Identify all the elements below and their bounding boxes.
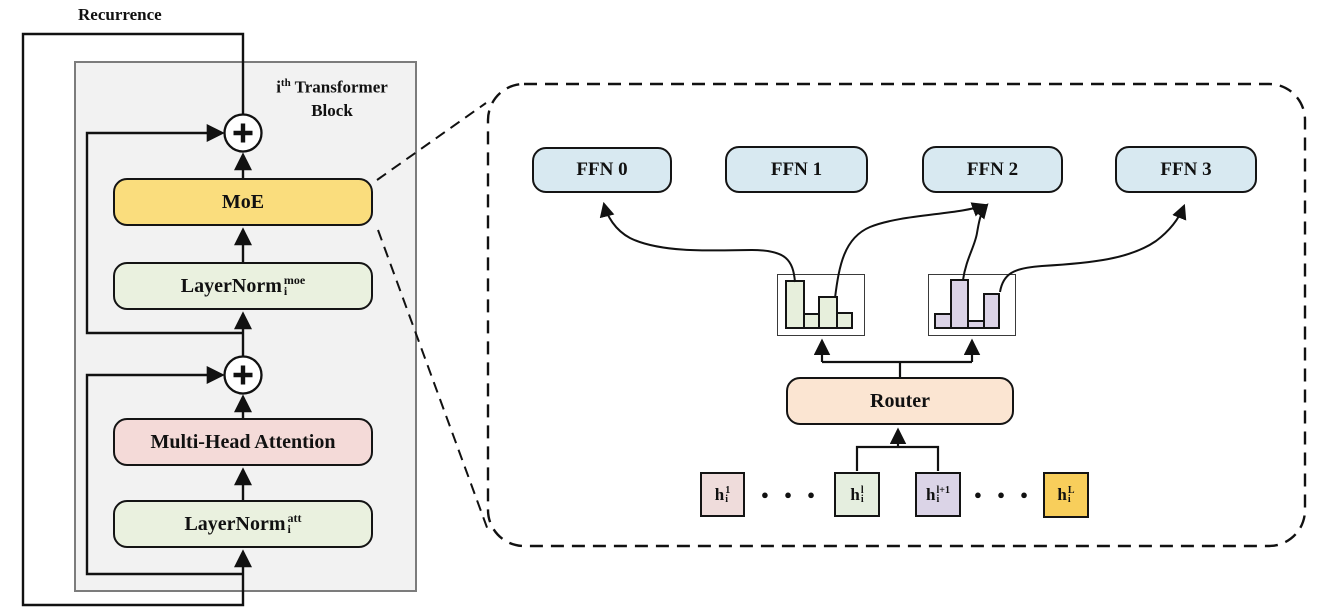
token-h-L-base: h <box>1057 485 1067 504</box>
token-h-l1-sub: i <box>936 493 940 505</box>
token-h-l1: h l+1 i <box>915 472 961 517</box>
moe-box: MoE <box>113 178 373 226</box>
token-h-1-scripts: 1 i <box>725 485 730 505</box>
ffn1-label: FFN 1 <box>770 158 823 180</box>
token-h-l-scripts: l i <box>860 485 864 505</box>
gate-bar-2 <box>818 296 838 329</box>
layernorm-moe-sup: moe <box>283 273 306 287</box>
transformer-block-title: ith Transformer Block <box>250 72 414 122</box>
token-h-1-sub: i <box>725 493 729 505</box>
multi-head-attention-box: Multi-Head Attention <box>113 418 373 466</box>
router-label: Router <box>870 389 930 412</box>
gate-bar-0 <box>785 280 805 329</box>
moe-label: MoE <box>221 190 265 213</box>
token-h-l1-base: h <box>926 484 936 504</box>
ffn0-label: FFN 0 <box>576 159 628 180</box>
block-title-block: Block <box>311 100 353 120</box>
token-h-L-scripts: L i <box>1067 486 1075 505</box>
gate-bar-3 <box>836 312 853 329</box>
block-title-transformer: Transformer <box>294 77 388 97</box>
token-h-1-base: h <box>714 484 725 504</box>
layernorm-att-scripts: att i <box>287 511 302 536</box>
routing-curve-to-ffn3 <box>999 203 1187 293</box>
router-box: Router <box>786 377 1014 425</box>
token-h-l: h l i <box>834 472 880 517</box>
layernorm-moe-scripts: moe i <box>283 273 306 298</box>
ffn2-label: FFN 2 <box>966 158 1019 180</box>
routing-curve-to-ffn0 <box>599 201 796 283</box>
gate-histogram-1 <box>777 274 865 336</box>
layernorm-att-label: LayerNorm <box>184 512 286 535</box>
ffn3-box: FFN 3 <box>1115 146 1257 193</box>
token-h-l-base: h <box>850 484 860 504</box>
layernorm-moe-sub: i <box>283 284 288 298</box>
ellipsis-dots-right: ● ● ● <box>973 487 1035 502</box>
layernorm-att-box: LayerNorm att i <box>113 500 373 548</box>
layernorm-att-sub: i <box>287 522 291 536</box>
ffn1-box: FFN 1 <box>725 146 868 193</box>
layernorm-moe-label: LayerNorm <box>180 274 282 297</box>
multi-head-attention-label: Multi-Head Attention <box>150 430 336 453</box>
token-h-L: h L i <box>1043 472 1089 518</box>
ellipsis-dots-left: ● ● ● <box>760 487 822 502</box>
routing-curve-hist2-to-ffn2 <box>962 203 989 281</box>
token-bracket-line <box>855 445 940 471</box>
token-h-1: h 1 i <box>700 472 745 517</box>
gate-bar-3 <box>983 293 1000 329</box>
token-h-l-sub: i <box>860 493 864 505</box>
layernorm-moe-box: LayerNorm moe i <box>113 262 373 310</box>
block-title-th: th <box>280 77 291 89</box>
ffn2-box: FFN 2 <box>922 146 1063 193</box>
ffn0-box: FFN 0 <box>532 147 672 193</box>
token-h-l1-scripts: l+1 i <box>936 485 949 505</box>
block-title-i: i <box>276 77 281 97</box>
recurrence-label: Recurrence <box>78 5 162 24</box>
token-h-L-sub: i <box>1067 494 1071 505</box>
gate-histogram-2 <box>928 274 1016 336</box>
ffn3-label: FFN 3 <box>1160 158 1212 180</box>
router-output-bracket <box>822 360 972 377</box>
layernorm-att-sup: att <box>287 511 302 525</box>
